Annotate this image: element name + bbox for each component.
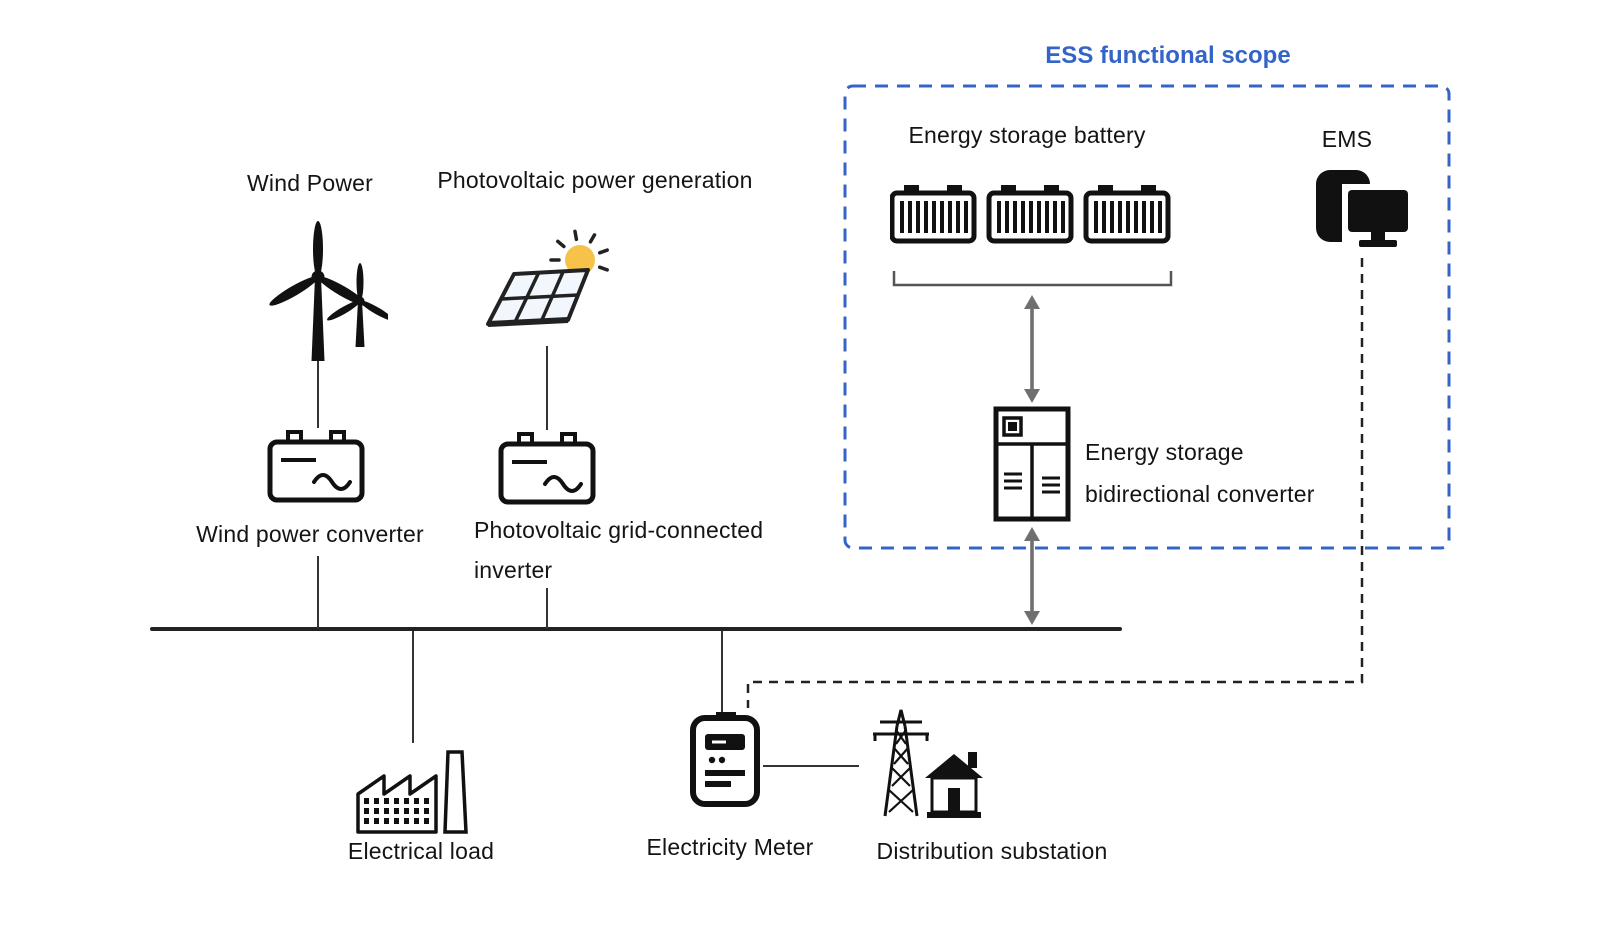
- converter-bus-arrow: [1021, 527, 1043, 625]
- ess-battery-label: Energy storage battery: [908, 122, 1146, 148]
- pv-inverter-label: Photovoltaic grid-connected inverter: [474, 510, 814, 590]
- wind-converter-to-bus-line: [317, 556, 319, 629]
- electrical-load-label: Electrical load: [347, 838, 495, 864]
- distribution-substation-label: Distribution substation: [876, 838, 1108, 864]
- distribution-substation-icon: [855, 700, 987, 820]
- ac-bus-line: [150, 627, 1122, 631]
- pv-inverter-label-line1: Photovoltaic grid-connected: [474, 517, 764, 543]
- ess-scope-title: ESS functional scope: [1045, 42, 1291, 69]
- factory-icon: [352, 742, 477, 834]
- ems-icon: [1312, 168, 1412, 256]
- bus-to-load-line: [412, 631, 414, 743]
- electricity-meter-icon: [686, 710, 764, 812]
- energy-storage-battery-icon: [890, 183, 1175, 289]
- bidirectional-converter-label-line1: Energy storage: [1085, 439, 1244, 465]
- wind-power-label: Wind Power: [247, 170, 373, 196]
- bidirectional-converter-label-line2: bidirectional converter: [1085, 481, 1315, 507]
- bus-to-meter-line: [721, 631, 723, 712]
- meter-to-substation-line: [763, 765, 859, 767]
- solar-panel-icon: [480, 226, 620, 348]
- bidirectional-converter-label: Energy storage bidirectional converter: [1085, 431, 1375, 515]
- pv-inverter-to-bus-line: [546, 588, 548, 629]
- battery-converter-arrow: [1021, 295, 1043, 403]
- electricity-meter-label: Electricity Meter: [646, 834, 814, 860]
- wind-converter-label: Wind power converter: [196, 521, 424, 547]
- wind-to-converter-line: [317, 358, 319, 428]
- pv-inverter-icon: [497, 430, 597, 506]
- ems-label: EMS: [1321, 126, 1373, 152]
- pv-inverter-label-line2: inverter: [474, 557, 553, 583]
- pv-to-inverter-line: [546, 346, 548, 430]
- bidirectional-converter-icon: [993, 406, 1071, 522]
- battery-group-bracket: [892, 271, 1173, 287]
- wind-turbine-icon: [258, 215, 388, 363]
- wind-converter-icon: [266, 428, 366, 504]
- pv-generation-label: Photovoltaic power generation: [437, 167, 753, 193]
